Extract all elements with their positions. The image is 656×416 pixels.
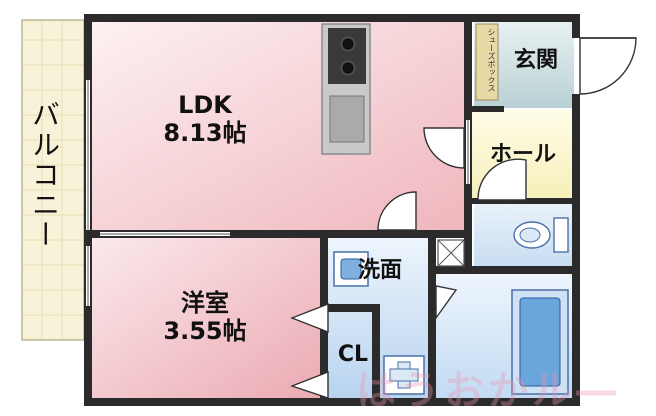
- balcony-label: バルコニー: [28, 100, 61, 250]
- watermark: はうおかル―: [356, 368, 620, 414]
- hall-label: ホール: [489, 142, 556, 167]
- washing-machine-space: [383, 355, 425, 395]
- western-room-name: 洋室: [181, 289, 229, 317]
- shoe-box: [475, 23, 499, 101]
- ldk-area: 8.13帖: [163, 118, 247, 147]
- doors: [289, 37, 637, 399]
- ldk-label: LDK 8.13帖: [150, 91, 260, 147]
- toilet: [513, 217, 569, 253]
- western-room-label: 洋室 3.55帖: [150, 289, 260, 345]
- entrance-label: 玄関: [513, 48, 558, 73]
- kitchen-counter: [321, 23, 371, 155]
- ldk-name: LDK: [178, 91, 232, 119]
- washroom-label: 洗面: [357, 258, 402, 283]
- closet-label: CL: [337, 342, 369, 367]
- western-room-floor: [92, 238, 320, 398]
- windows: [86, 80, 470, 306]
- pipe-shaft: [437, 239, 465, 267]
- washbasin: [333, 251, 369, 287]
- western-room-area: 3.55帖: [163, 316, 247, 345]
- shoe-box-label: シューズボックス: [487, 28, 496, 92]
- bathtub: [511, 289, 569, 395]
